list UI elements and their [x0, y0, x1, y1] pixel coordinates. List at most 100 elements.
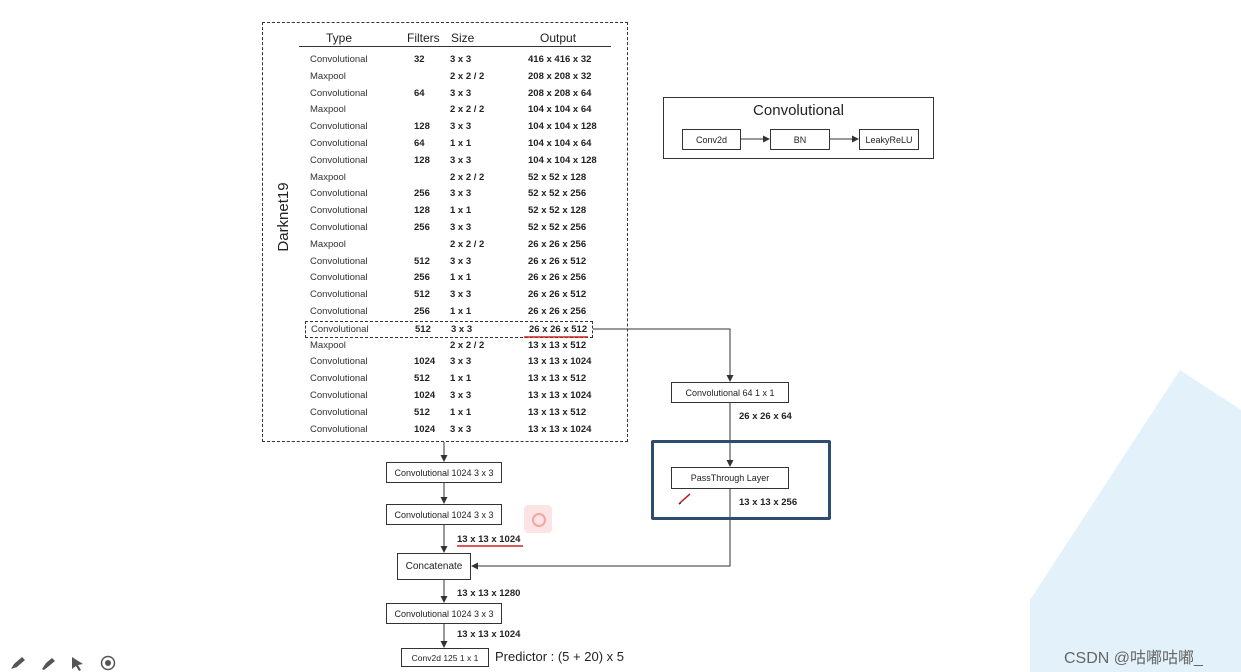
layer-size: 3 x 3: [450, 390, 472, 401]
layer-filters: 128: [414, 154, 430, 166]
layer-type: Maxpool: [310, 70, 346, 82]
layer-size: 3 x 3: [450, 121, 472, 133]
layer-output: 13 x 13 x 1024: [528, 423, 592, 435]
layer-output: 13 x 13 x 512: [528, 373, 587, 385]
header-output: Output: [540, 31, 577, 45]
layer-filters: 64: [414, 138, 425, 149]
layer-type: Convolutional: [310, 138, 368, 149]
passthrough-highlight-frame: [651, 440, 831, 520]
layer-filters: 512: [414, 289, 430, 301]
header-size: Size: [451, 31, 475, 45]
layer-type: Convolutional: [310, 289, 368, 301]
layer-type: Convolutional: [310, 373, 368, 385]
layer-output: 26 x 26 x 256: [528, 306, 587, 317]
legend-leakyrelu-node: LeakyReLU: [859, 129, 919, 150]
layer-output: 13 x 13 x 1024: [528, 356, 592, 368]
layer-filters: 512: [414, 255, 430, 267]
layer-type: Convolutional: [310, 222, 368, 233]
layer-size: 1 x 1: [450, 272, 472, 284]
layer-filters: 128: [414, 205, 430, 217]
layer-type: Maxpool: [310, 104, 346, 116]
layer-filters: 64: [414, 87, 425, 99]
csdn-watermark: CSDN @咕嘟咕嘟_: [1064, 650, 1203, 667]
layer-size: 3 x 3: [450, 188, 472, 200]
layer-type: Convolutional: [310, 121, 368, 133]
layer-output: 104 x 104 x 64: [528, 104, 592, 116]
layer-filters: 1024: [414, 423, 436, 435]
layer-row: Maxpool 2 x 2 / 2 26 x 26 x 256: [299, 237, 611, 254]
layer-output: 104 x 104 x 64: [528, 138, 592, 149]
convolutional-legend-frame: [663, 97, 934, 159]
layer-output: 52 x 52 x 256: [528, 222, 587, 233]
layer-type: Maxpool: [310, 238, 346, 250]
layer-output: 52 x 52 x 256: [528, 188, 587, 200]
header-divider: [299, 46, 611, 47]
layer-size: 3 x 3: [451, 323, 473, 335]
layer-size: 1 x 1: [450, 138, 472, 149]
record-icon[interactable]: [98, 654, 118, 672]
layer-type: Convolutional: [310, 255, 368, 267]
layer-output: 208 x 208 x 64: [528, 87, 592, 99]
legend-conv2d-node: Conv2d: [682, 129, 741, 150]
layer-type: Convolutional: [310, 272, 368, 284]
layer-size: 1 x 1: [450, 406, 472, 418]
passthrough-conv-node: Convolutional 64 1 x 1: [671, 382, 789, 403]
head-conv-a: Convolutional 1024 3 x 3: [386, 462, 502, 483]
pointer-icon[interactable]: [68, 654, 88, 672]
layer-output: 52 x 52 x 128: [528, 205, 587, 217]
layer-output: 26 x 26 x 512: [529, 323, 588, 335]
layer-output: 208 x 208 x 32: [528, 70, 592, 82]
layer-row: Maxpool 2 x 2 / 2 208 x 208 x 32: [299, 69, 611, 86]
head-conv-c: Convolutional 1024 3 x 3: [386, 603, 502, 624]
layer-size: 2 x 2 / 2: [450, 238, 485, 250]
layer-size: 3 x 3: [450, 423, 472, 435]
header-type: Type: [326, 31, 353, 45]
head-out-b: 13 x 13 x 1024: [457, 534, 521, 545]
pen-cursor-icon: [678, 493, 691, 505]
presentation-toolbar: [8, 654, 118, 672]
header-filters: Filters: [407, 31, 440, 45]
layer-size: 3 x 3: [450, 289, 472, 301]
head-conv-b: Convolutional 1024 3 x 3: [386, 504, 502, 525]
layer-output: 26 x 26 x 512: [528, 255, 587, 267]
layer-output: 26 x 26 x 256: [528, 238, 587, 250]
concatenate-node: Concatenate: [397, 553, 471, 580]
layer-output: 26 x 26 x 256: [528, 272, 587, 284]
legend-bn-node: BN: [770, 129, 830, 150]
layer-type: Convolutional: [311, 323, 369, 335]
layer-size: 3 x 3: [450, 87, 472, 99]
layer-size: 3 x 3: [450, 222, 472, 233]
layer-filters: 256: [414, 188, 430, 200]
layer-filters: 128: [414, 121, 430, 133]
highlighter-icon[interactable]: [38, 654, 58, 672]
layer-output: 416 x 416 x 32: [528, 54, 592, 65]
layer-output: 13 x 13 x 512: [528, 339, 587, 351]
layer-size: 2 x 2 / 2: [450, 171, 485, 183]
layer-size: 2 x 2 / 2: [450, 70, 485, 82]
layer-type: Convolutional: [310, 390, 368, 401]
layer-type: Convolutional: [310, 356, 368, 368]
layer-output: 104 x 104 x 128: [528, 154, 597, 166]
layer-filters: 1024: [414, 356, 436, 368]
final-conv2d-node: Conv2d 125 1 x 1: [401, 648, 489, 667]
layer-size: 3 x 3: [450, 54, 472, 65]
layer-row: Convolutional 64 1 x 1 104 x 104 x 64: [299, 136, 611, 153]
darknet19-frame: [262, 22, 628, 442]
pen-icon[interactable]: [8, 654, 28, 672]
